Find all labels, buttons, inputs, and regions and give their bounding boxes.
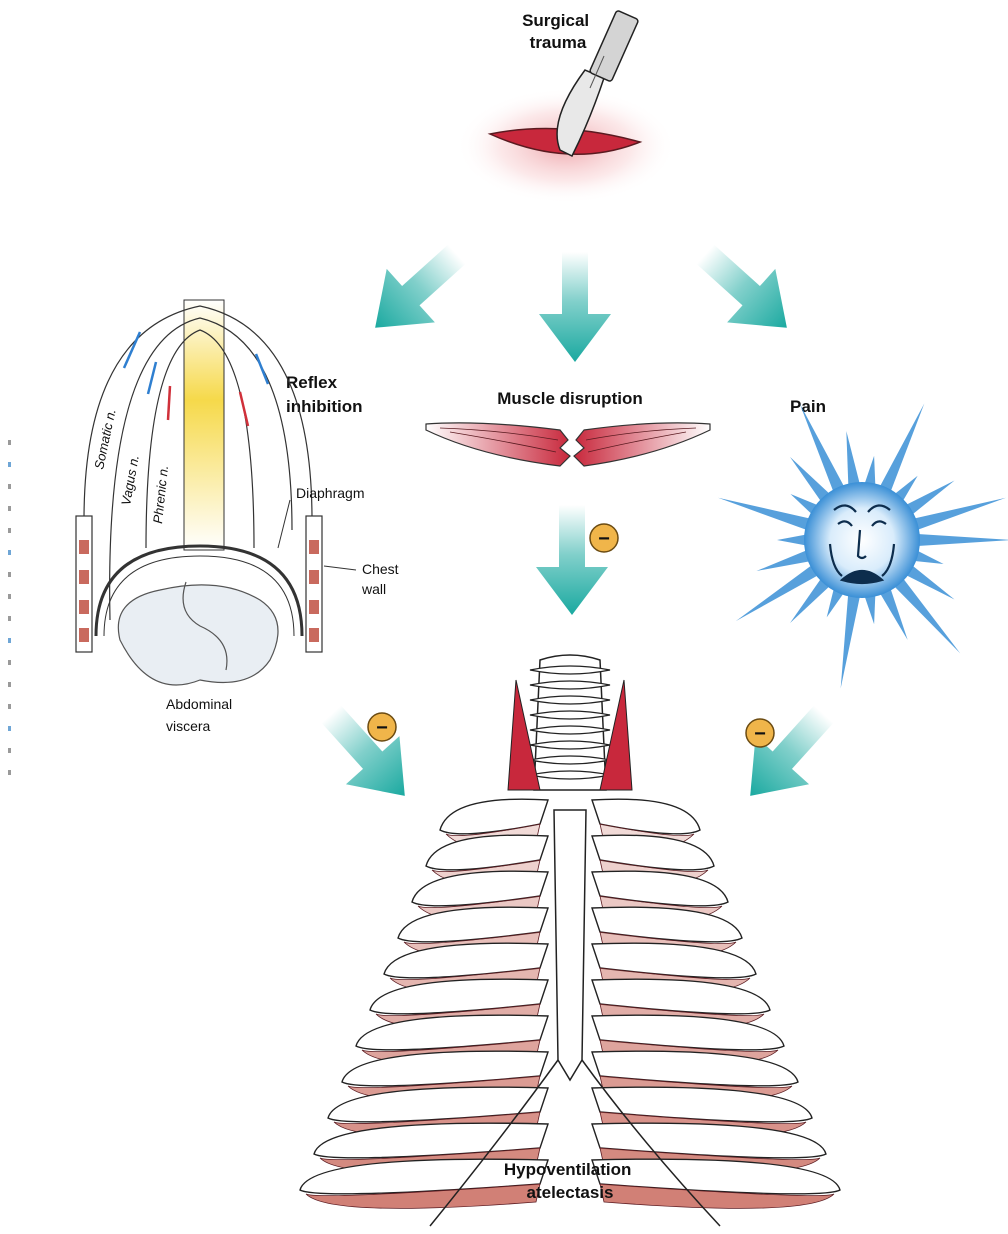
arrow-to-reflex (351, 227, 481, 354)
margin-dot (8, 726, 11, 731)
cervical-spine (534, 655, 606, 790)
chest-wall-right (306, 516, 322, 652)
phrenic-nerve-label: Phrenic n. (150, 465, 171, 525)
abdominal-viscera-label: Abdominal viscera (166, 696, 236, 734)
diaphragm-leader (278, 500, 290, 548)
margin-dot (8, 528, 11, 533)
svg-text:−: − (598, 528, 610, 550)
efferent-arrow-icon (240, 392, 248, 426)
chest-wall-leader (324, 566, 356, 570)
margin-dot (8, 484, 11, 489)
pain-ray (891, 575, 960, 653)
margin-dot (8, 616, 11, 621)
margin-dot (8, 704, 11, 709)
vagus-nerve-label: Vagus n. (118, 454, 142, 507)
chest-wall-label: Chest wall (361, 561, 402, 597)
svg-text:−: − (376, 717, 388, 739)
margin-dot (8, 506, 11, 511)
pain-ray (846, 431, 860, 490)
neck-muscle-right (600, 680, 632, 790)
pain-ray (736, 563, 822, 621)
arrow-pain-to-ribcage (723, 690, 850, 820)
inhibition-badge-muscle: − (590, 524, 618, 552)
reflex-inhibition-group: Reflex inhibition Somatic n. Vagus n. Ph… (76, 300, 402, 734)
margin-dot (8, 440, 11, 445)
inhibition-badge-reflex: − (368, 713, 396, 741)
arrow-to-muscle (539, 252, 611, 362)
torn-muscle-left (426, 423, 570, 466)
margin-dot (8, 550, 11, 555)
muscle-disruption-group: Muscle disruption (426, 389, 710, 466)
surgical-trauma-label: Surgical trauma (522, 11, 594, 52)
margin-dot (8, 682, 11, 687)
margin-dot (8, 462, 11, 467)
spinal-cord (184, 300, 224, 550)
margin-dot (8, 748, 11, 753)
abdominal-viscera (118, 585, 278, 685)
afferent-arrow-icon (256, 354, 268, 384)
margin-dot (8, 572, 11, 577)
torn-muscle-right (574, 423, 710, 466)
arrow-muscle-to-ribcage (536, 505, 608, 615)
pain-ray (800, 404, 847, 496)
reflex-inhibition-label: Reflex inhibition (286, 373, 362, 416)
efferent-arrow-icon (168, 386, 170, 420)
pain-ray (841, 590, 861, 688)
pain-ray (914, 534, 1008, 546)
arrow-to-pain (681, 227, 811, 354)
pain-ray (878, 404, 925, 496)
inhibition-badge-pain: − (746, 719, 774, 747)
pain-label: Pain (790, 397, 826, 416)
margin-dot (8, 770, 11, 775)
arrow-reflex-to-ribcage (304, 690, 431, 820)
svg-text:−: − (754, 723, 766, 745)
sternum (554, 810, 586, 1080)
neck-muscle-left (508, 680, 540, 790)
muscle-disruption-label: Muscle disruption (497, 389, 642, 408)
diaphragm-label: Diaphragm (296, 485, 364, 501)
afferent-arrow-icon (148, 362, 156, 394)
margin-marks (8, 440, 11, 775)
margin-dot (8, 594, 11, 599)
pain-group: Pain (718, 397, 1008, 688)
surgical-trauma-group: Surgical trauma (456, 10, 676, 204)
margin-dot (8, 660, 11, 665)
chest-wall-left (76, 516, 92, 652)
margin-dot (8, 638, 11, 643)
